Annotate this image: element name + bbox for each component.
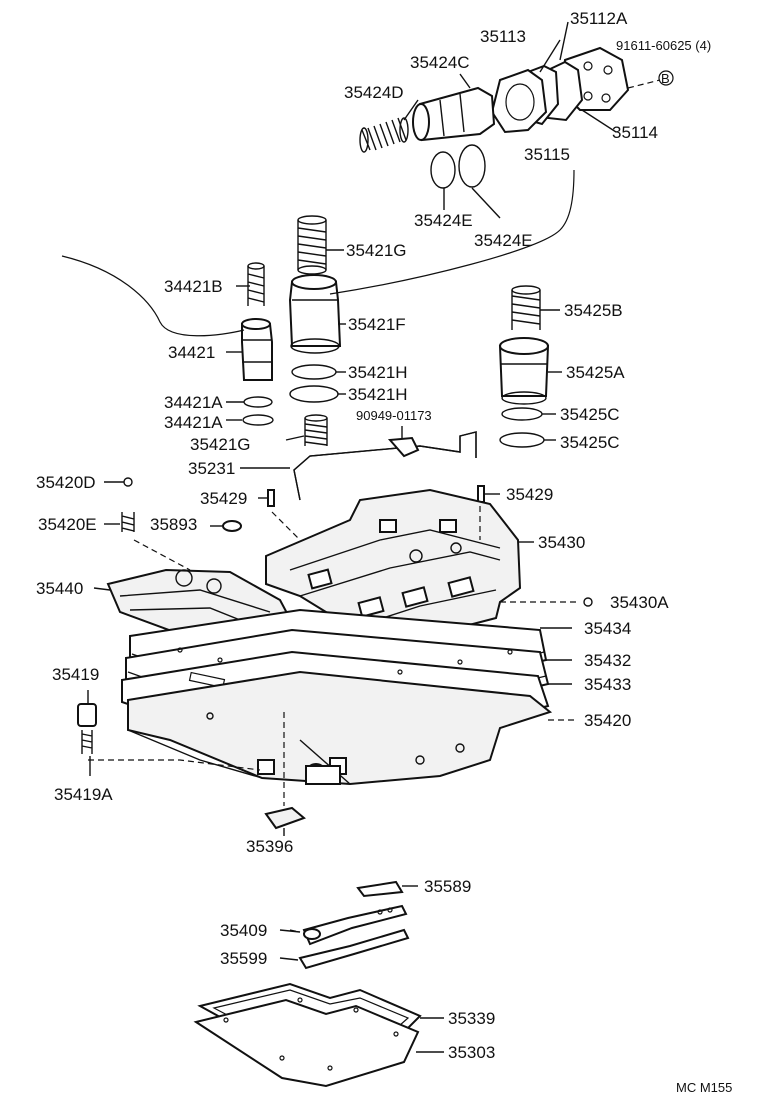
label-35429-b: 35429 xyxy=(506,485,553,504)
label-35424C: 35424C xyxy=(410,53,470,72)
label-35589: 35589 xyxy=(424,877,471,896)
label-35425B: 35425B xyxy=(564,301,623,320)
valve-body-base xyxy=(127,670,553,786)
label-35420D: 35420D xyxy=(36,473,96,492)
label-35339: 35339 xyxy=(448,1009,495,1028)
label-35231: 35231 xyxy=(188,459,235,478)
label-35421G-top: 35421G xyxy=(346,241,407,260)
accumulator-pistons xyxy=(61,169,575,448)
label-34421A-a: 34421A xyxy=(164,393,223,412)
label-35115: 35115 xyxy=(524,145,570,164)
label-35424E-a: 35424E xyxy=(414,211,473,230)
label-35425C-b: 35425C xyxy=(560,433,620,452)
label-35429-a: 35429 xyxy=(200,489,247,508)
label-35114: 35114 xyxy=(612,123,658,142)
label-91611-60625: 91611-60625 (4) xyxy=(616,38,711,53)
label-35421G-mid: 35421G xyxy=(190,435,251,454)
label-34421A-b: 34421A xyxy=(164,413,223,432)
footer-code: MC M155 xyxy=(676,1080,732,1095)
label-35434: 35434 xyxy=(584,619,631,638)
label-34421: 34421 xyxy=(168,343,215,362)
label-35424E-b: 35424E xyxy=(474,231,533,250)
label-35432: 35432 xyxy=(584,651,631,670)
label-35425A: 35425A xyxy=(566,363,625,382)
spring-34421B xyxy=(247,262,265,306)
label-35396: 35396 xyxy=(246,837,293,856)
part-35396-shape xyxy=(264,806,306,830)
label-35419A: 35419A xyxy=(54,785,113,804)
label-35430: 35430 xyxy=(538,533,585,552)
label-35112A: 35112A xyxy=(570,9,628,28)
label-35421F: 35421F xyxy=(348,315,406,334)
upper-valve-body xyxy=(265,488,522,650)
label-35424D: 35424D xyxy=(344,83,404,102)
part-labels: 35112A 35113 91611-60625 (4) 35424C 3542… xyxy=(36,9,732,1095)
label-90949-01173: 90949-01173 xyxy=(356,408,432,423)
label-35430A: 35430A xyxy=(610,593,669,612)
label-35425C-a: 35425C xyxy=(560,405,620,424)
label-35599: 35599 xyxy=(220,949,267,968)
detent-parts xyxy=(289,880,410,970)
label-35421H-a: 35421H xyxy=(348,363,408,382)
label-35420E: 35420E xyxy=(38,515,97,534)
spring-35420E xyxy=(121,512,135,532)
spring-35421G-top xyxy=(297,215,327,275)
spring-35425B xyxy=(511,285,541,330)
label-35433: 35433 xyxy=(584,675,631,694)
label-35893: 35893 xyxy=(150,515,197,534)
leader-lines xyxy=(87,21,617,1053)
label-35421H-b: 35421H xyxy=(348,385,408,404)
spring-35424D xyxy=(359,117,409,153)
label-35420: 35420 xyxy=(584,711,631,730)
label-34421B: 34421B xyxy=(164,277,223,296)
label-35303: 35303 xyxy=(448,1043,495,1062)
callout-b-letter: B xyxy=(661,71,670,86)
label-35419: 35419 xyxy=(52,665,99,684)
label-35113: 35113 xyxy=(480,27,526,46)
check-ball-parts xyxy=(77,703,261,771)
label-35409: 35409 xyxy=(220,921,267,940)
accumulator-cover-assembly: B xyxy=(359,46,674,189)
oil-pan-assembly xyxy=(193,982,422,1088)
spring-35421G-mid xyxy=(304,414,328,446)
label-35440: 35440 xyxy=(36,579,83,598)
